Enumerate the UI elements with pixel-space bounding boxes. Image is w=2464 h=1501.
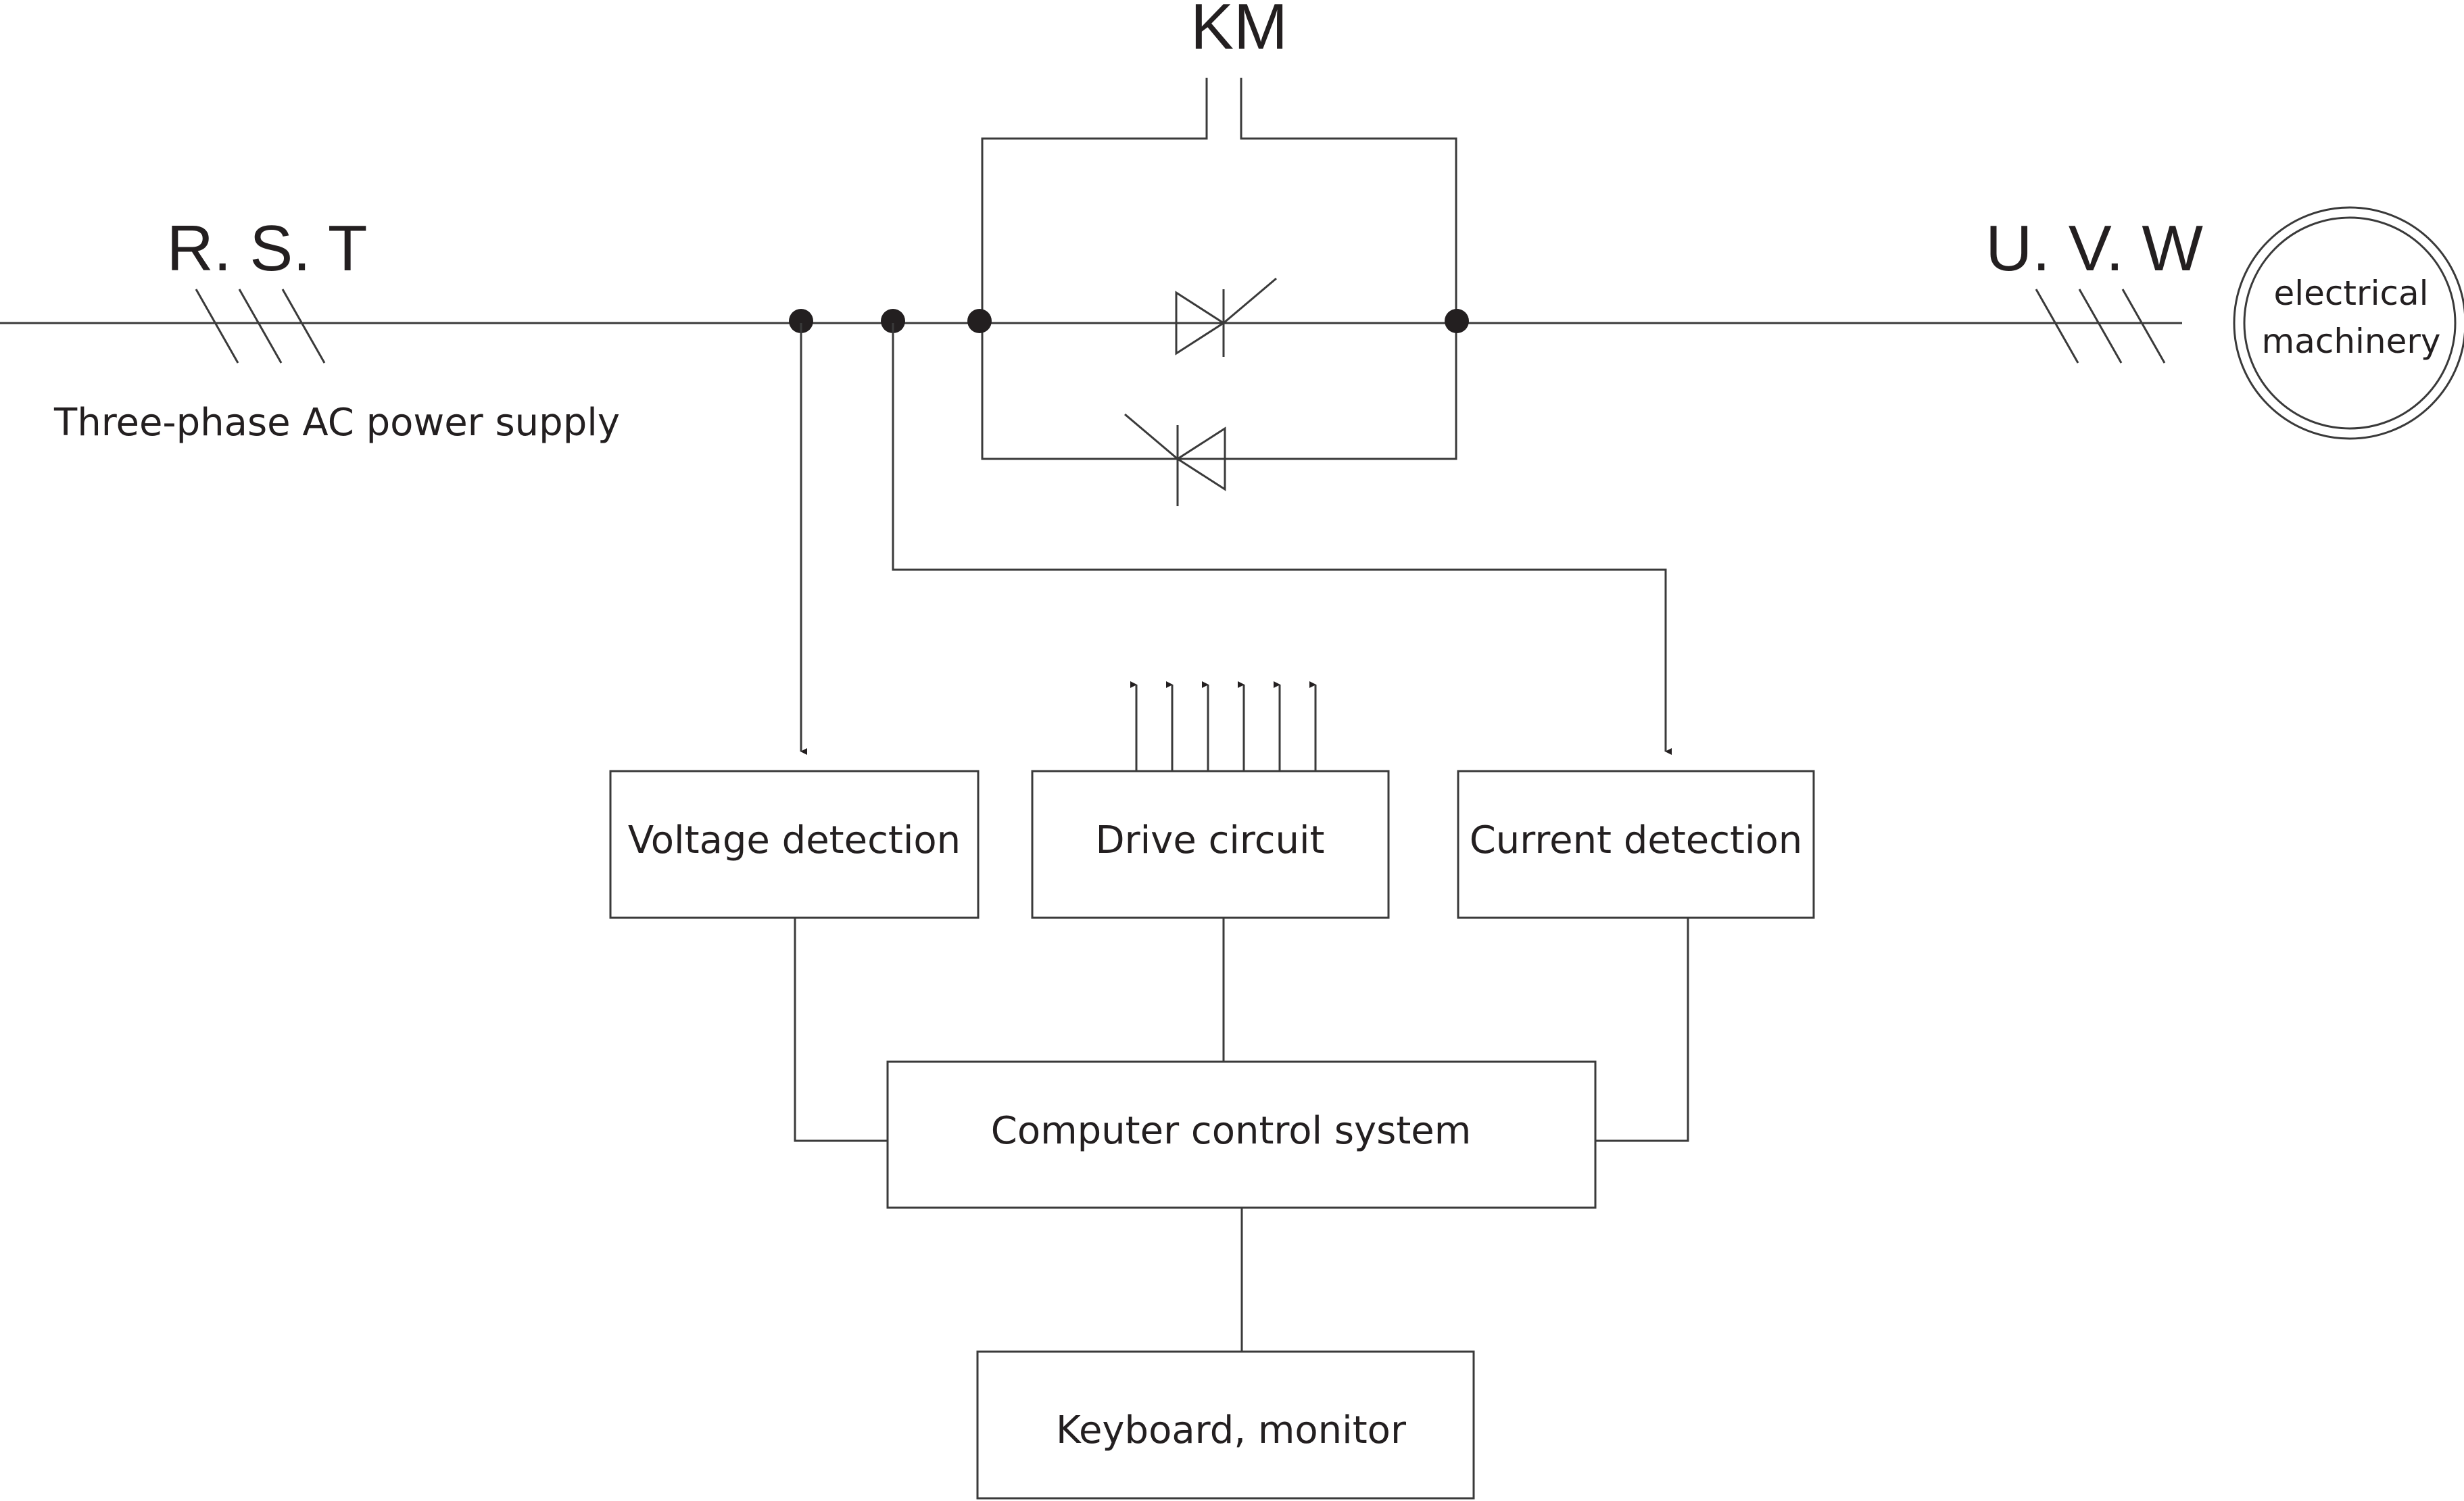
junction-dot-voltage-tap	[789, 309, 813, 333]
drive-circuit-label: Drive circuit	[1095, 818, 1324, 862]
voltage-detection-block	[609, 770, 980, 919]
thyristor-forward	[979, 277, 1457, 357]
input-phase-ticks	[195, 289, 326, 364]
voltage-to-control-link	[794, 918, 888, 1142]
motor-label-line1: electrical	[2274, 274, 2429, 313]
junction-dot-thyristor-out	[1445, 309, 1469, 333]
current-detection-label: Current detection	[1470, 818, 1803, 862]
output-phase-ticks	[2035, 289, 2166, 364]
current-sense-line	[892, 323, 1672, 755]
thyristor-reverse	[981, 323, 1457, 506]
bypass-contactor-km	[981, 78, 1457, 323]
junction-dot-current-tap	[881, 309, 905, 333]
drive-output-arrows	[1130, 681, 1317, 770]
drive-circuit-block	[1031, 770, 1390, 919]
current-detection-block	[1457, 770, 1815, 919]
voltage-detection-label: Voltage detection	[628, 818, 961, 862]
electrical-machinery-motor	[2233, 206, 2464, 440]
output-phases-label: U. V. W	[1985, 212, 2203, 285]
keyboard-monitor-label: Keyboard, monitor	[1056, 1408, 1407, 1452]
input-description-label: Three-phase AC power supply	[53, 401, 620, 445]
km-label: KM	[1190, 0, 1288, 63]
junction-dot-thyristor-in	[967, 309, 992, 333]
computer-control-label: Computer control system	[991, 1109, 1472, 1153]
computer-control-block	[886, 1060, 1597, 1209]
motor-label-line2: machinery	[2261, 322, 2440, 361]
input-phases-label: R. S. T	[167, 212, 368, 285]
current-to-control-link	[1595, 918, 1689, 1142]
keyboard-monitor-block	[976, 1350, 1475, 1500]
